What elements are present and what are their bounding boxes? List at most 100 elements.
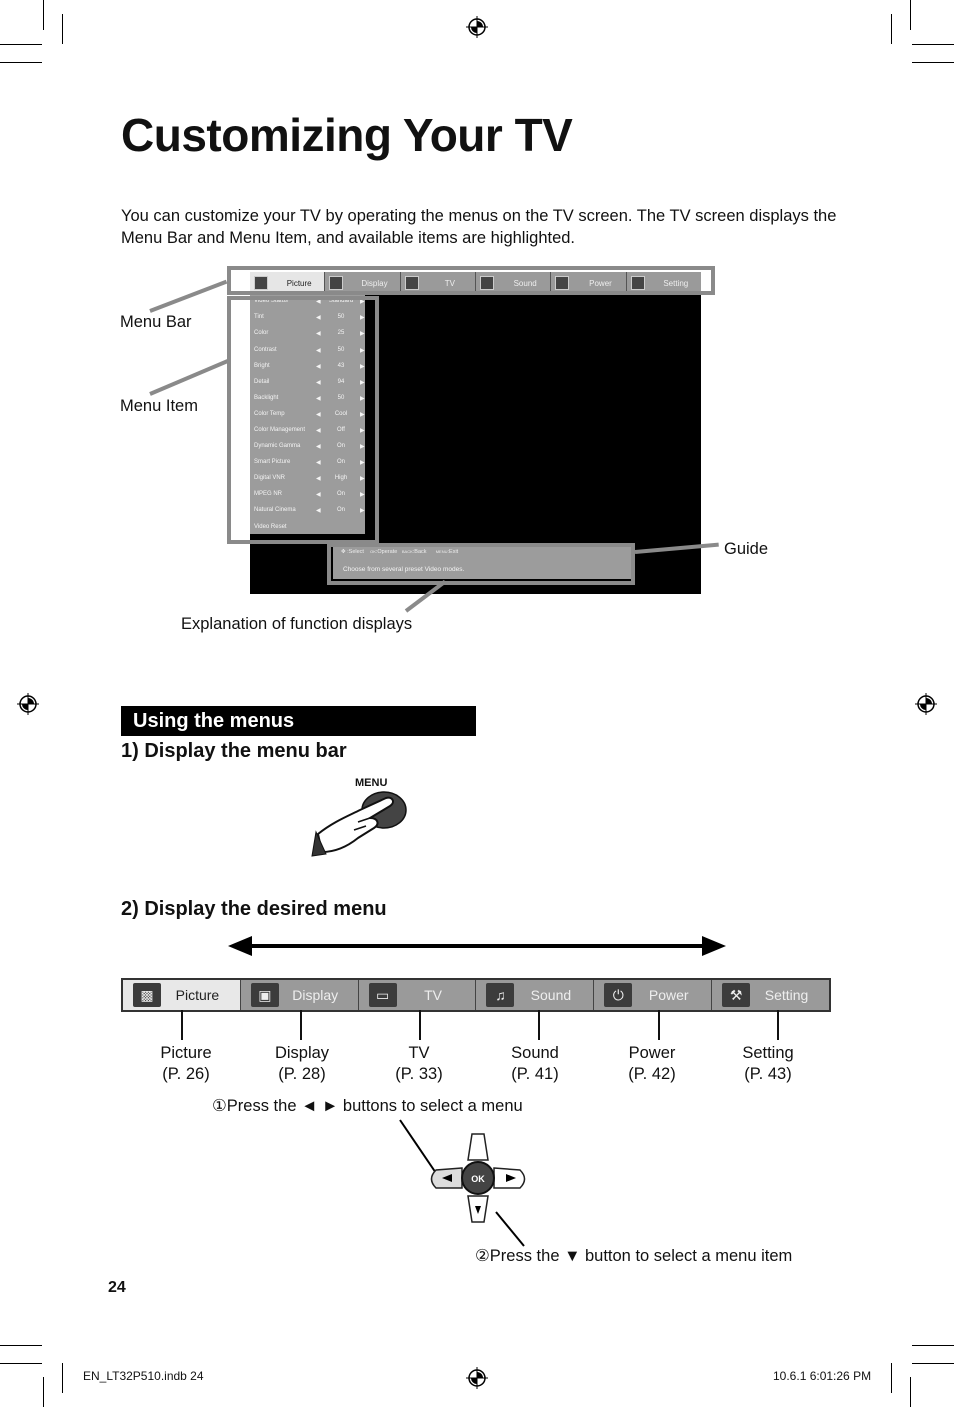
- bar-tab-setting: ⚒Setting: [712, 980, 829, 1010]
- menu-item: Digital VNR◀High▶: [254, 475, 365, 482]
- crop-mark: [43, 0, 44, 30]
- setting-icon: [630, 276, 645, 290]
- menu-item: MPEG NR◀On▶: [254, 491, 365, 498]
- bar-tab-display: ▣Display: [241, 980, 359, 1010]
- footer-file: EN_LT32P510.indb 24: [83, 1369, 204, 1383]
- callout-guide: Guide: [724, 540, 769, 558]
- registration-mark-icon: [17, 693, 39, 715]
- hand-pressing-menu-button-illustration: [311, 791, 407, 857]
- reference-tick: [658, 1010, 660, 1040]
- explanation-text: Choose from several preset Video modes.: [343, 566, 465, 573]
- crop-mark: [912, 1363, 954, 1364]
- menu-item: Contrast◀50▶: [254, 347, 365, 354]
- step-1-heading: 1) Display the menu bar: [121, 740, 347, 762]
- reference-tick: [181, 1010, 183, 1040]
- display-icon: ▣: [250, 983, 279, 1007]
- picture-icon: ▩: [133, 983, 161, 1007]
- callout-explanation: Explanation of function displays: [181, 615, 413, 633]
- crop-mark: [0, 1363, 42, 1364]
- menubar-tab-tv: TV: [401, 272, 476, 294]
- crop-mark: [891, 14, 892, 44]
- footer-timestamp: 10.6.1 6:01:26 PM: [773, 1369, 872, 1383]
- menu-item-highlight: [227, 296, 379, 544]
- guide-panel: ✥ :Select OK:Operate BACK:Back MENU:Exit…: [333, 545, 632, 579]
- crop-mark: [0, 62, 42, 63]
- menu-item: Dynamic Gamma◀On▶: [254, 443, 365, 450]
- tv-screen-illustration: Picture Display TV Sound Power Setting V…: [250, 272, 701, 594]
- reference-tick: [777, 1010, 779, 1040]
- menu-bar-illustration: Picture Display TV Sound Power Setting: [250, 272, 701, 294]
- guide-row: ✥ :Select OK:Operate BACK:Back MENU:Exit: [341, 549, 459, 555]
- registration-mark-icon: [915, 693, 937, 715]
- step-2-heading: 2) Display the desired menu: [121, 898, 387, 920]
- intro-paragraph: You can customize your TV by operating t…: [121, 207, 837, 247]
- menu-item: Backlight◀50▶: [254, 395, 365, 402]
- menubar-tab-display: Display: [325, 272, 401, 294]
- registration-mark-icon: [466, 16, 488, 38]
- page-reference: Sound(P. 41): [511, 1044, 559, 1083]
- menu-item: Color◀25▶: [254, 330, 365, 337]
- callout-line: [149, 279, 228, 313]
- tv-icon: ▭: [368, 983, 397, 1007]
- tv-icon: [404, 276, 419, 290]
- page-reference: Power(P. 42): [628, 1044, 676, 1083]
- picture-icon: [254, 276, 268, 290]
- remote-dpad-illustration: OK: [399, 1119, 526, 1247]
- sound-icon: [479, 276, 494, 290]
- menu-bar-highlight: [227, 266, 715, 295]
- callout-menu-item: Menu Item: [120, 397, 198, 415]
- crop-mark: [891, 1363, 892, 1393]
- bar-tab-sound: ♫Sound: [476, 980, 595, 1010]
- menu-item: Color Management◀Off▶: [254, 427, 365, 434]
- crop-mark: [43, 1377, 44, 1407]
- menubar-tab-sound: Sound: [476, 272, 552, 294]
- menubar-tab-setting: Setting: [627, 272, 701, 294]
- page-reference: Picture(P. 26): [160, 1044, 212, 1083]
- menu-bar-diagram: ▩Picture ▣Display ▭TV ♫Sound ⏻Power ⚒Set…: [121, 978, 831, 1012]
- svg-text:OK: OK: [471, 1174, 485, 1184]
- reference-tick: [419, 1010, 421, 1040]
- menubar-tab-power: Power: [551, 272, 627, 294]
- bar-tab-tv: ▭TV: [359, 980, 477, 1010]
- page-reference: Display(P. 28): [274, 1044, 330, 1083]
- section-heading: Using the menus: [121, 706, 476, 736]
- reference-tick: [300, 1010, 302, 1040]
- page-number: 24: [108, 1279, 126, 1296]
- page-reference: TV(P. 33): [395, 1044, 443, 1083]
- menu-item: Bright◀43▶: [254, 363, 365, 370]
- crop-mark: [0, 1345, 42, 1346]
- bar-tab-power: ⏻Power: [594, 980, 713, 1010]
- crop-mark: [62, 14, 63, 44]
- menu-item: Video Reset: [254, 524, 287, 530]
- callout-line: [149, 358, 231, 396]
- menu-item: Natural Cinema◀On▶: [254, 507, 365, 514]
- crop-mark: [62, 1363, 63, 1393]
- registration-mark-icon: [466, 1367, 488, 1389]
- crop-mark: [0, 44, 42, 45]
- display-icon: [329, 276, 344, 290]
- menu-item-list: Video Status◀Standard▶ Tint◀50▶ Color◀25…: [250, 294, 365, 534]
- instruction-2: ②Press the ▼ button to select a menu ite…: [475, 1247, 793, 1265]
- setting-icon: ⚒: [722, 983, 751, 1007]
- select-icon: ✥: [341, 549, 346, 555]
- crop-mark: [912, 62, 954, 63]
- menu-item: Video Status◀Standard▶: [254, 298, 365, 305]
- crop-mark: [912, 1345, 954, 1346]
- sound-icon: ♫: [486, 983, 515, 1007]
- bar-tab-picture: ▩Picture: [123, 980, 241, 1010]
- crop-mark: [910, 1377, 911, 1407]
- menu-item: Color Temp◀Cool▶: [254, 411, 365, 418]
- menu-item: Detail◀94▶: [254, 379, 365, 386]
- guide-highlight: [327, 543, 635, 585]
- crop-mark: [910, 0, 911, 30]
- page-title: Customizing Your TV: [121, 109, 573, 161]
- power-icon: ⏻: [604, 983, 633, 1007]
- menu-item: Smart Picture◀On▶: [254, 459, 365, 466]
- menubar-tab-picture: Picture: [250, 272, 326, 294]
- double-arrow-icon: [228, 936, 726, 956]
- menu-item: Tint◀50▶: [254, 314, 365, 321]
- crop-mark: [912, 44, 954, 45]
- reference-tick: [538, 1010, 540, 1040]
- page-reference: Setting(P. 43): [742, 1044, 794, 1083]
- instruction-1: ①Press the ◄ ► buttons to select a menu: [212, 1097, 523, 1115]
